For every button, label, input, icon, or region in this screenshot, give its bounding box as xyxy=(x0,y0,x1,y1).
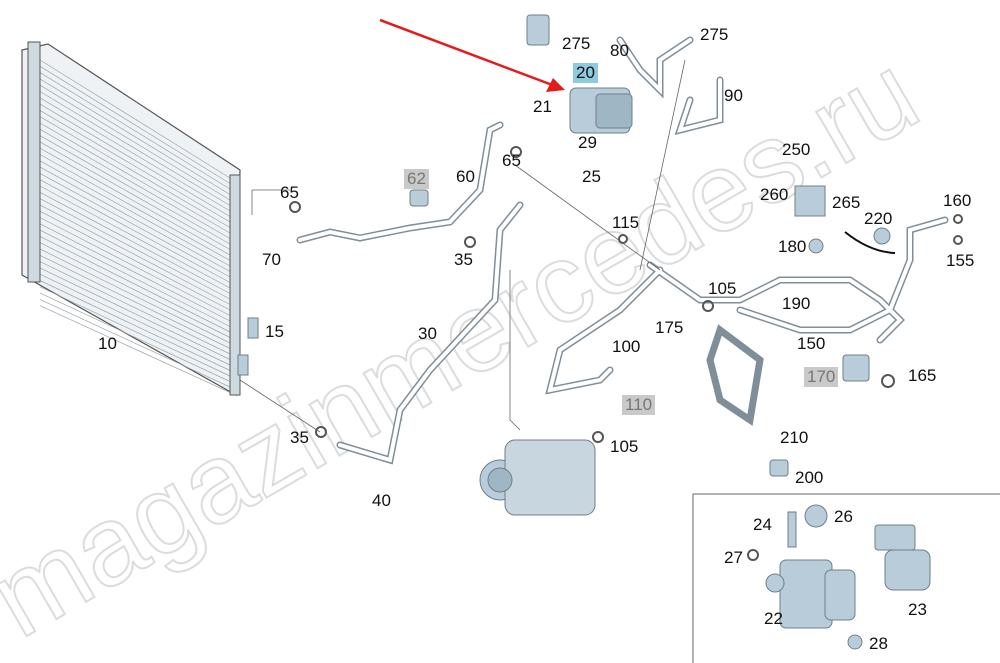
pointer-arrow xyxy=(379,18,565,92)
callout-part-180[interactable]: 180 xyxy=(778,237,807,256)
callout-part-28[interactable]: 28 xyxy=(869,634,888,653)
callout-part-22[interactable]: 22 xyxy=(764,609,783,628)
callout-part-155[interactable]: 155 xyxy=(946,251,975,270)
callout-part-30[interactable]: 30 xyxy=(418,324,437,343)
callout-part-250[interactable]: 250 xyxy=(782,140,811,159)
callout-part-265[interactable]: 265 xyxy=(832,193,861,212)
callout-part-80[interactable]: 80 xyxy=(610,41,629,60)
callout-part-40[interactable]: 40 xyxy=(372,491,391,510)
callout-part-220[interactable]: 220 xyxy=(864,209,893,228)
callout-part-275a[interactable]: 275 xyxy=(562,34,591,53)
callout-part-165[interactable]: 165 xyxy=(908,366,937,385)
callout-part-65b[interactable]: 65 xyxy=(280,183,299,202)
condenser-part xyxy=(21,41,241,397)
components xyxy=(237,14,931,650)
callout-part-200[interactable]: 200 xyxy=(795,468,824,487)
callout-part-275b[interactable]: 275 xyxy=(700,25,729,44)
callout-part-190[interactable]: 190 xyxy=(782,294,811,313)
callout-part-27[interactable]: 27 xyxy=(724,548,743,567)
callout-part-170[interactable]: 170 xyxy=(804,367,839,387)
callout-part-60[interactable]: 60 xyxy=(456,167,475,186)
callout-part-160[interactable]: 160 xyxy=(943,191,972,210)
callout-part-100[interactable]: 100 xyxy=(612,337,641,356)
callout-part-35a[interactable]: 35 xyxy=(454,250,473,269)
callout-part-23[interactable]: 23 xyxy=(908,600,927,619)
callout-part-10[interactable]: 10 xyxy=(98,334,117,353)
callout-part-21[interactable]: 21 xyxy=(533,97,552,116)
callout-part-105b[interactable]: 105 xyxy=(610,437,639,456)
callout-part-24[interactable]: 24 xyxy=(753,515,772,534)
callout-part-29[interactable]: 29 xyxy=(578,133,597,152)
callout-part-70[interactable]: 70 xyxy=(262,250,281,269)
callout-part-65a[interactable]: 65 xyxy=(502,151,521,170)
callout-part-90[interactable]: 90 xyxy=(724,86,743,105)
callout-part-20[interactable]: 20 xyxy=(573,63,598,83)
inset-frame xyxy=(692,493,1000,663)
callout-part-210[interactable]: 210 xyxy=(780,428,809,447)
callout-part-110[interactable]: 110 xyxy=(622,395,656,415)
callout-part-35b[interactable]: 35 xyxy=(290,428,309,447)
callout-part-260[interactable]: 260 xyxy=(760,185,789,204)
callout-part-105a[interactable]: 105 xyxy=(708,279,737,298)
callout-part-25[interactable]: 25 xyxy=(582,167,601,186)
callout-part-175[interactable]: 175 xyxy=(655,318,684,337)
callout-part-115[interactable]: 115 xyxy=(612,213,640,232)
callout-part-62[interactable]: 62 xyxy=(404,169,429,189)
callout-part-150[interactable]: 150 xyxy=(797,334,826,353)
callout-part-26[interactable]: 26 xyxy=(834,507,853,526)
callout-part-15[interactable]: 15 xyxy=(265,322,284,341)
